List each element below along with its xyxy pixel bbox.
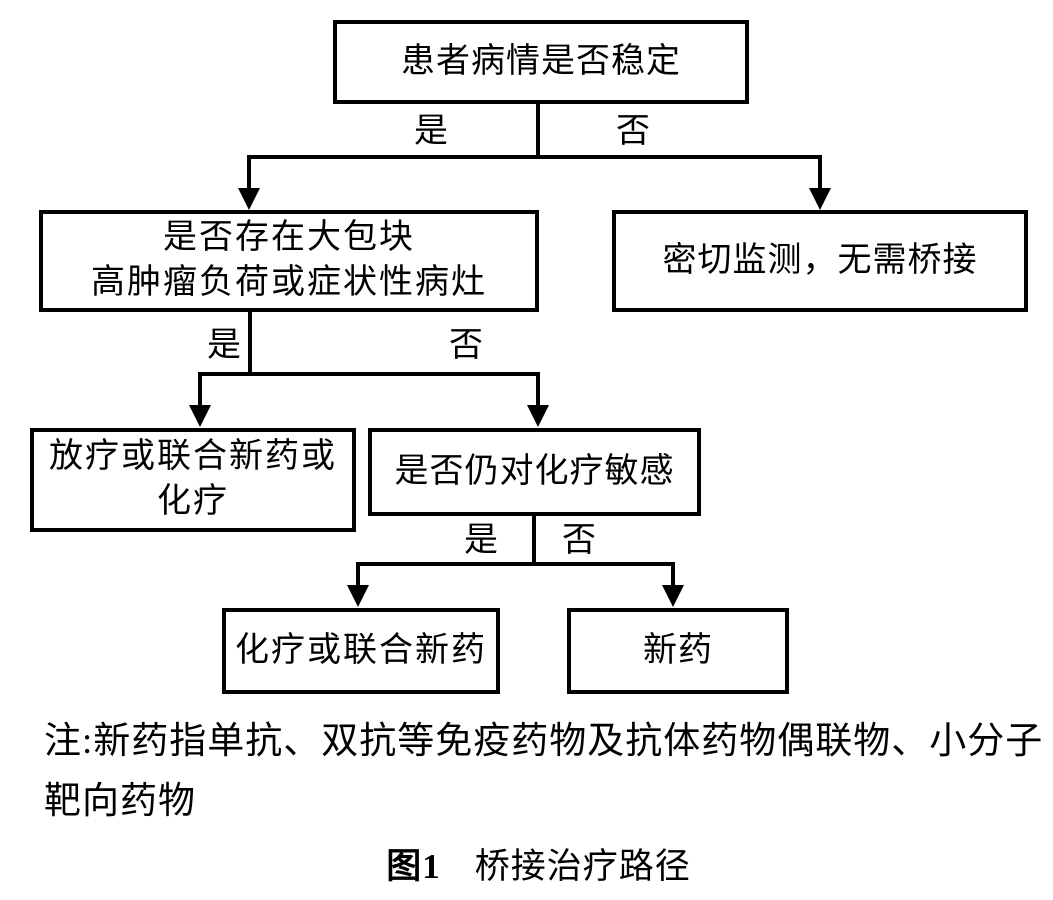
- node-bulky-disease-text-line2: 高肿瘤负荷或症状性病灶: [91, 264, 487, 301]
- node-bulky-disease-box: 是否存在大包块 高肿瘤负荷或症状性病灶: [39, 210, 539, 312]
- arrowhead-to-radio: [189, 405, 211, 427]
- node-chemo-sensitive-text: 是否仍对化疗敏感: [394, 452, 675, 490]
- figure-note: 注:新药指单抗、双抗等免疫药物及抗体药物偶联物、小分子 靶向药物: [44, 712, 1044, 832]
- arrowhead-to-novel: [662, 585, 684, 607]
- edge-label-no-level1: 否: [616, 113, 650, 150]
- node-patient-stable-text: 患者病情是否稳定: [401, 42, 681, 80]
- node-radiotherapy-text-line2: 化疗: [157, 483, 229, 520]
- node-chemo-combo-box: 化疗或联合新药: [222, 608, 500, 694]
- edge-label-yes-level2: 是: [207, 327, 241, 364]
- arrowhead-to-monitor: [809, 188, 831, 210]
- edge-label-no-level2: 否: [449, 327, 483, 364]
- node-novel-agent-text: 新药: [643, 631, 713, 669]
- figure-note-line1: 注:新药指单抗、双抗等免疫药物及抗体药物偶联物、小分子: [44, 721, 1044, 762]
- connector-level2: [198, 310, 540, 408]
- caption-title: 桥接治疗路径: [474, 847, 691, 886]
- edge-label-no-level3: 否: [562, 522, 596, 559]
- connector-level3: [356, 514, 675, 588]
- arrowhead-to-sensitive: [527, 405, 549, 427]
- node-novel-agent-box: 新药: [567, 608, 789, 694]
- node-radiotherapy-box: 放疗或联合新药或 化疗: [30, 428, 356, 532]
- edge-label-yes-level1: 是: [414, 113, 448, 150]
- arrowhead-to-mass: [238, 188, 260, 210]
- figure-note-line2: 靶向药物: [44, 781, 196, 822]
- node-radiotherapy-text-line1: 放疗或联合新药或: [49, 438, 337, 476]
- caption-figure-number: 图1: [386, 847, 441, 886]
- figure-caption: 图1 桥接治疗路径: [12, 838, 1053, 889]
- node-bulky-disease-text-line1: 是否存在大包块: [163, 219, 415, 257]
- node-patient-stable-box: 患者病情是否稳定: [333, 20, 749, 104]
- node-close-monitoring-text: 密切监测，无需桥接: [662, 241, 978, 279]
- node-chemo-sensitive-box: 是否仍对化疗敏感: [368, 428, 701, 516]
- edge-label-yes-level3: 是: [464, 522, 498, 559]
- arrowhead-to-chemo: [347, 585, 369, 607]
- node-chemo-combo-text: 化疗或联合新药: [235, 631, 487, 669]
- node-close-monitoring-box: 密切监测，无需桥接: [612, 210, 1028, 312]
- connector-level1: [247, 103, 822, 192]
